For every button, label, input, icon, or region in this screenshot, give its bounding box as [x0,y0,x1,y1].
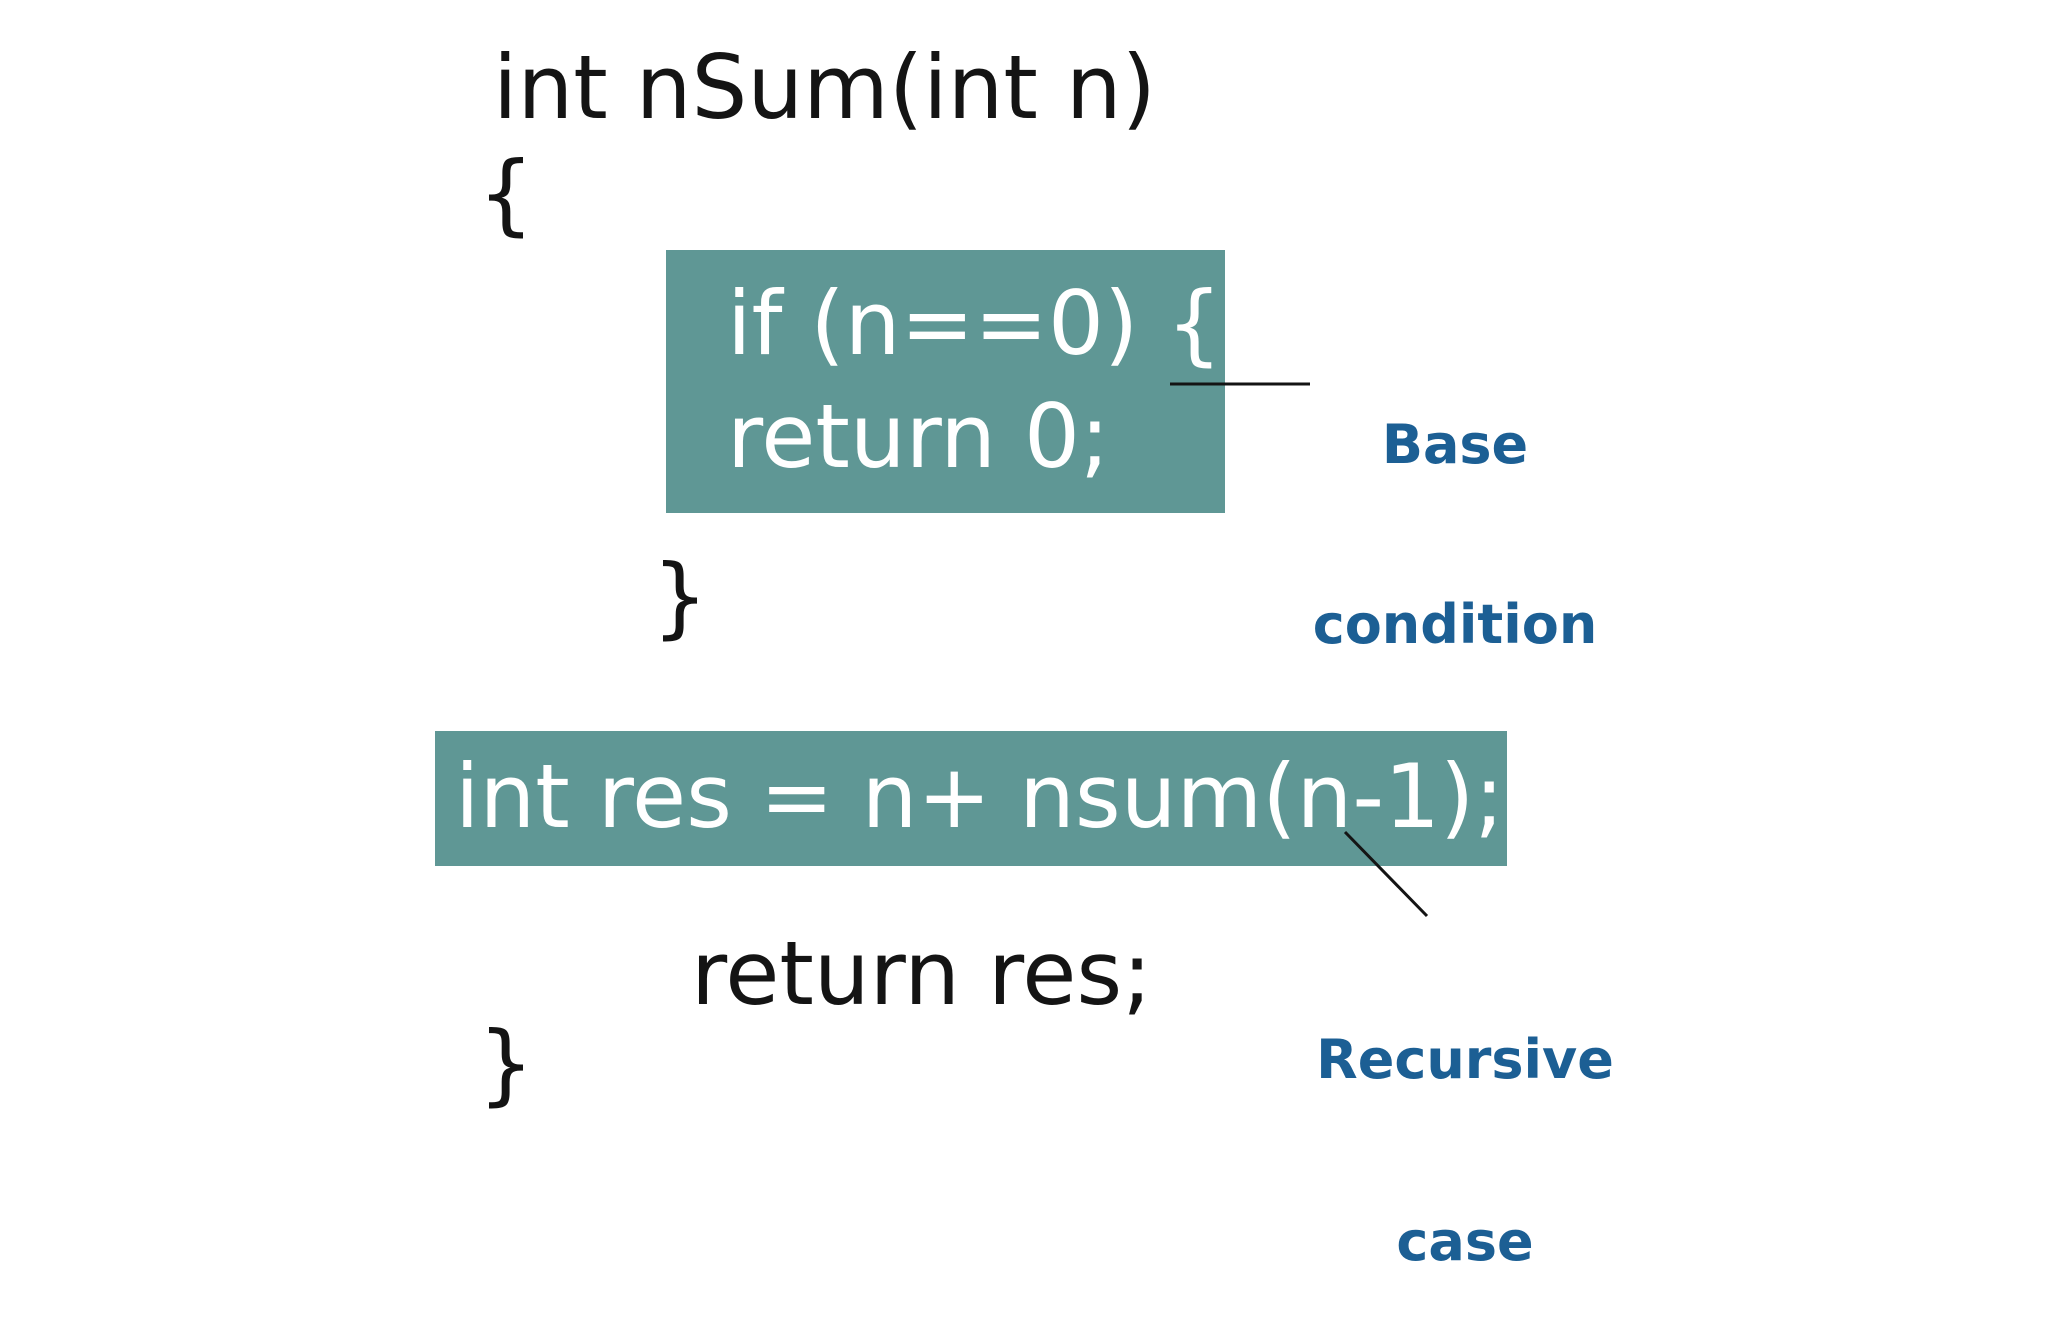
recursive-case-box: int res = n+ nsum(n-1); [435,731,1507,866]
base-condition-annotation-line-1: Base [1381,413,1529,476]
recursive-case-line: int res = n+ nsum(n-1); [455,745,1505,848]
open-brace: { [478,142,534,245]
base-condition-box: if (n==0) { return 0; [666,250,1225,513]
return-statement: return res; [691,922,1152,1025]
base-condition-annotation: Base condition [1290,310,1620,706]
base-condition-line-2: return 0; [727,385,1110,488]
recursive-case-annotation-line-1: Recursive [1316,1028,1614,1091]
close-brace: } [478,1012,534,1115]
recursive-case-annotation-line-2: case [1396,1210,1534,1273]
base-condition-annotation-line-2: condition [1312,593,1598,656]
recursive-case-annotation: Recursive case [1290,925,1640,1323]
inner-close-brace: } [652,545,708,648]
function-signature: int nSum(int n) [493,36,1156,139]
base-condition-line-1: if (n==0) { [727,272,1223,375]
